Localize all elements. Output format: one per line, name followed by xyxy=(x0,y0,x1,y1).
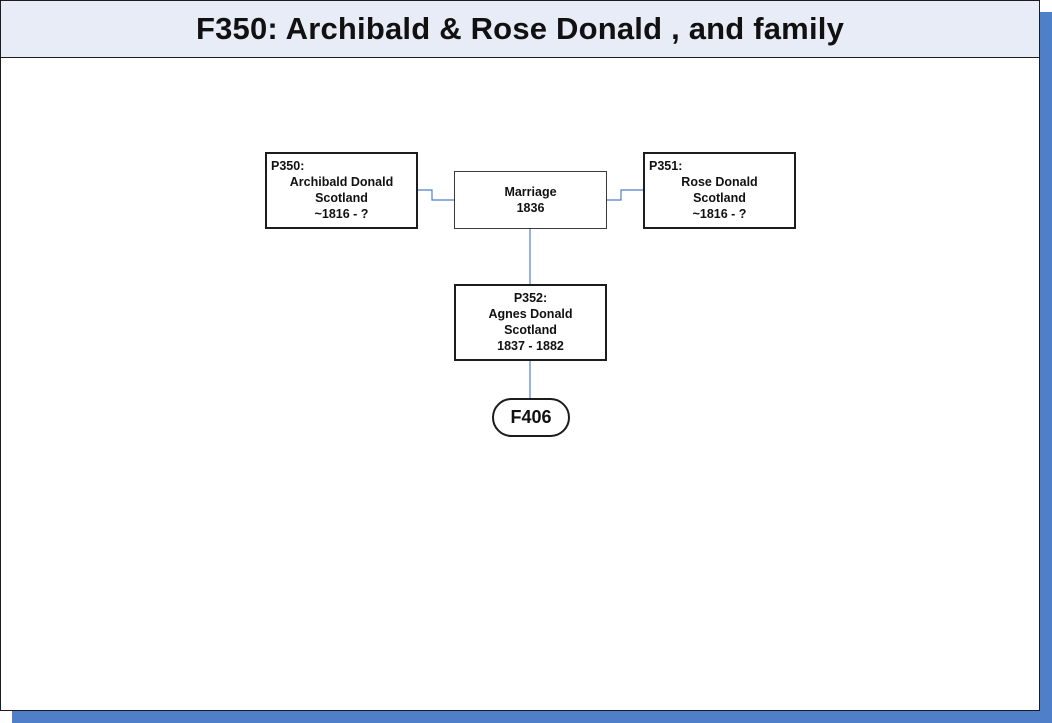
person-name: Agnes Donald xyxy=(488,307,573,321)
marriage-year: 1836 xyxy=(516,201,545,215)
person-id: P350: xyxy=(271,159,305,173)
person-box-father[interactable]: P350: Archibald Donald Scotland ~1816 - … xyxy=(265,152,418,229)
person-id: P352: xyxy=(513,291,548,305)
person-box-mother[interactable]: P351: Rose Donald Scotland ~1816 - ? xyxy=(643,152,796,229)
person-name: Archibald Donald xyxy=(289,175,394,189)
person-dates: ~1816 - ? xyxy=(692,207,747,221)
mother-marriage-connector xyxy=(607,189,643,201)
person-place: Scotland xyxy=(504,323,557,337)
page-title: F350: Archibald & Rose Donald , and fami… xyxy=(195,11,845,46)
person-dates: ~1816 - ? xyxy=(314,207,369,221)
father-marriage-connector xyxy=(417,189,454,201)
person-box-child[interactable]: P352: Agnes Donald Scotland 1837 - 1882 xyxy=(454,284,607,361)
title-bar: F350: Archibald & Rose Donald , and fami… xyxy=(1,1,1039,58)
person-dates: 1837 - 1882 xyxy=(497,339,564,353)
person-name: Rose Donald xyxy=(681,175,758,189)
person-place: Scotland xyxy=(693,191,746,205)
chart-page: F350: Archibald & Rose Donald , and fami… xyxy=(0,0,1040,711)
person-id: P351: xyxy=(649,159,683,173)
connector-lines xyxy=(417,189,643,398)
marriage-box[interactable]: Marriage 1836 xyxy=(454,171,607,229)
family-link-f406[interactable]: F406 xyxy=(492,398,570,437)
person-place: Scotland xyxy=(315,191,368,205)
marriage-label: Marriage xyxy=(504,185,557,199)
